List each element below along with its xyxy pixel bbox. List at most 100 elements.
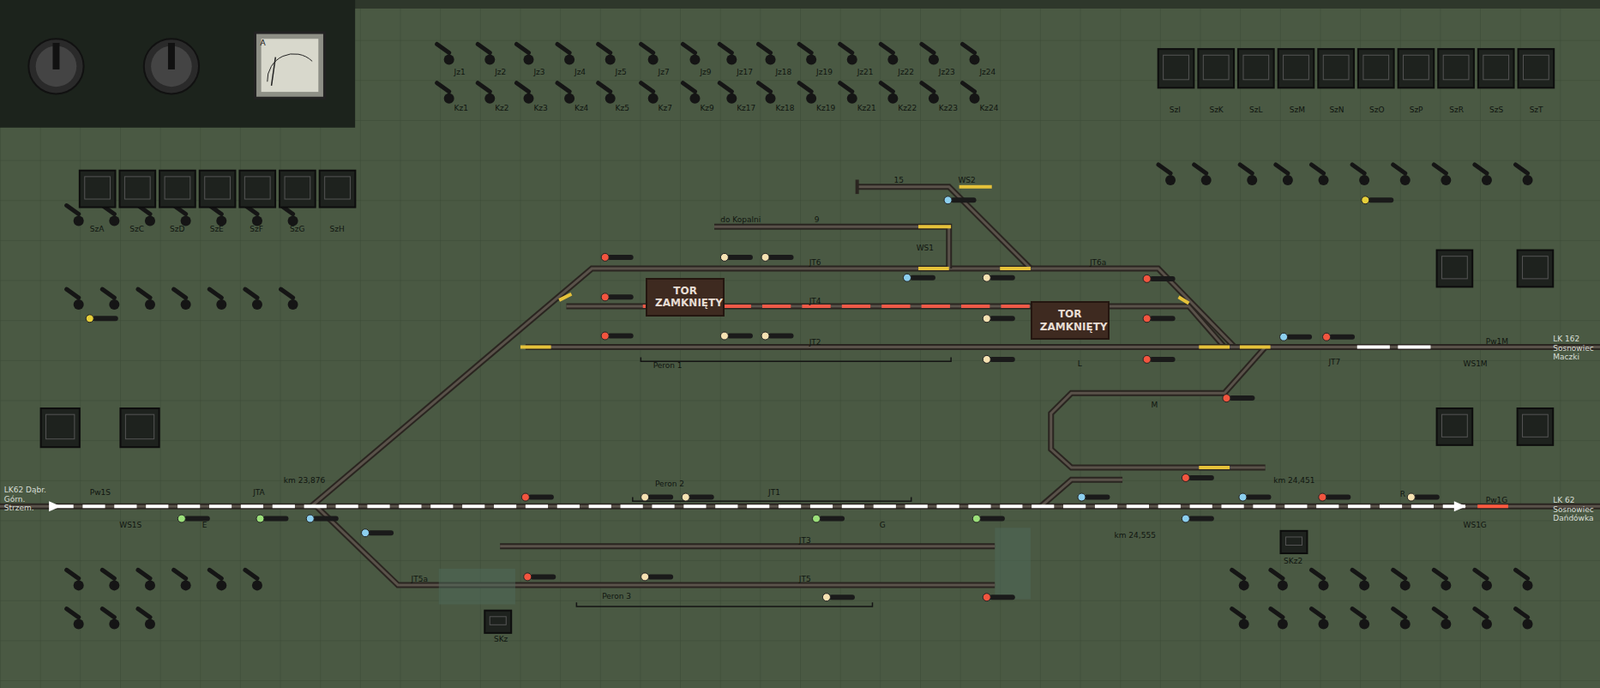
toggle-switch (1311, 164, 1324, 174)
relay-box (119, 170, 156, 208)
toggle-switch (209, 288, 222, 298)
toggle-switch (1393, 164, 1406, 174)
switch-light (918, 266, 950, 271)
panel-label: SzD (169, 224, 185, 234)
switch-knob (252, 299, 263, 310)
switch-knob (1239, 579, 1250, 590)
signal-mast (610, 333, 632, 339)
panel-label: SzR (1449, 105, 1464, 115)
relay-box-face (46, 414, 75, 440)
route-light (778, 504, 801, 508)
toggle-switch (1270, 608, 1283, 618)
switch-knob (1282, 174, 1294, 186)
panel-label: LK62 Dąbr. Górn. Strzem. (4, 485, 49, 512)
route-light (842, 504, 865, 508)
relay-box (1197, 48, 1234, 88)
signal-mast (186, 516, 208, 522)
relay-box-face (1283, 54, 1310, 80)
toggle-switch (138, 288, 151, 298)
signal-lamp (521, 493, 530, 501)
panel-label: Kz4 (574, 103, 589, 113)
toggle-switch (1232, 569, 1245, 578)
panel-label: Kz18 (775, 103, 794, 113)
track (525, 345, 1600, 349)
panel-label: Peron 2 (655, 479, 685, 488)
relay-box (1317, 48, 1354, 88)
relay-box (120, 408, 159, 447)
toggle-switch (1311, 569, 1324, 578)
relay-box (1398, 48, 1435, 88)
route-light (620, 504, 644, 508)
signal-lamp (523, 572, 532, 581)
signal-lamp (177, 514, 186, 523)
switch-light (1198, 345, 1230, 349)
toggle-switch (880, 44, 893, 54)
signal-lamp (641, 572, 650, 581)
signal-lamp (306, 514, 314, 523)
relay-box-face (489, 616, 506, 626)
signal-mast (1288, 334, 1310, 340)
panel-label: Jz5 (615, 67, 627, 77)
signal-lamp (1222, 394, 1231, 403)
relay-box (1517, 250, 1554, 288)
panel-label: Peron 1 (653, 360, 683, 370)
route-light (1094, 504, 1118, 508)
switch-knob (928, 93, 939, 104)
signal-mast (1152, 315, 1173, 321)
switch-knob (765, 54, 776, 66)
relay-box-face (164, 176, 191, 199)
switch-knob (928, 54, 939, 66)
panel-label: SzF (249, 224, 264, 234)
switch-knob (726, 93, 737, 104)
relay-box (1518, 48, 1555, 88)
route-light (272, 504, 295, 508)
signal-lamp (720, 252, 728, 261)
route-light (398, 504, 422, 508)
switch-knob (144, 619, 156, 630)
toggle-switch (66, 288, 79, 298)
relay-box-face (1363, 54, 1390, 80)
panel-label: Pw1G (1485, 495, 1509, 505)
switch-knob (1481, 579, 1492, 590)
relay-box (159, 170, 196, 208)
ammeter (255, 32, 325, 98)
switch-knob (1440, 174, 1451, 186)
toggle-switch (799, 44, 812, 54)
switch-knob (1522, 579, 1534, 590)
switch-light (1239, 345, 1271, 349)
signal-mast (992, 275, 1013, 281)
toggle-switch (281, 288, 294, 298)
toggle-switch (758, 44, 771, 54)
route-light (1031, 504, 1054, 508)
track (857, 186, 1031, 269)
panel-label: Jz7 (658, 67, 670, 77)
route-light (873, 504, 897, 508)
panel-label: LK 162 Sosnowiec Maczki (1552, 334, 1598, 361)
panel-label: JT3 (799, 535, 812, 545)
relay-box-face (84, 176, 111, 199)
panel-label: WS1M (1463, 359, 1488, 368)
signal-mast (1231, 395, 1252, 401)
toggle-switch (66, 569, 79, 578)
signal-mast (1190, 475, 1212, 481)
panel-label: JT5a (411, 574, 428, 584)
relay-box-face (324, 176, 351, 199)
route-light (430, 504, 453, 508)
toggle-switch (921, 83, 934, 92)
toggle-switch (66, 608, 79, 618)
relay-box (1517, 408, 1554, 446)
knob-pointer (168, 42, 175, 70)
panel-label: Pw1S (90, 487, 111, 497)
relay-box-face (1523, 54, 1550, 80)
toggle-switch (1270, 569, 1283, 578)
relay-box (1478, 48, 1515, 88)
switch-knob (564, 54, 575, 66)
route-light (1063, 504, 1086, 508)
route-light (1126, 504, 1149, 508)
track (0, 505, 1600, 508)
switch-knob (73, 579, 85, 590)
relay-box (1437, 48, 1474, 88)
panel-label: JT6a (1089, 258, 1107, 267)
track (316, 505, 995, 585)
route-light (240, 504, 264, 508)
